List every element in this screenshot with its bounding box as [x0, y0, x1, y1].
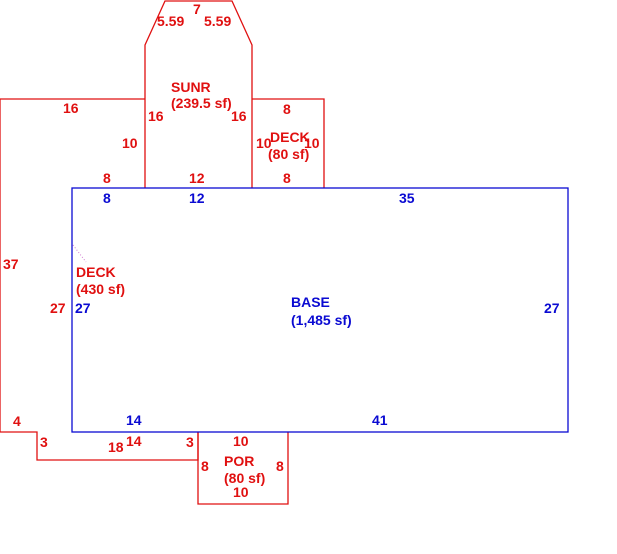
- porch-area: (80 sf): [224, 470, 265, 486]
- porch-dim-bottom: 10: [233, 484, 249, 500]
- deck-large-label: DECK: [76, 264, 116, 280]
- base-dim-top-right: 35: [399, 190, 415, 206]
- base-dim-bottom-right: 41: [372, 412, 388, 428]
- porch-dim-top: 10: [233, 433, 249, 449]
- sunroom-outline: [144, 0, 253, 188]
- sunroom-dim-roof-top: 7: [193, 1, 201, 17]
- deck-small-dim-left: 10: [256, 135, 272, 151]
- base-dim-bottom-left: 14: [126, 412, 142, 428]
- sunroom-label: SUNR: [171, 79, 211, 95]
- deck-large-dim-step-up: 3: [186, 434, 194, 450]
- deck-large-dim-bottom-left: 4: [13, 413, 21, 429]
- base-area: (1,485 sf): [291, 312, 352, 328]
- deck-large-dim-left: 37: [3, 256, 19, 272]
- sunroom-area: (239.5 sf): [171, 95, 232, 111]
- sunroom-dim-left: 16: [148, 108, 164, 124]
- deck-large-dim-bottom-b: 14: [126, 433, 142, 449]
- deck-leader-line: [72, 244, 87, 263]
- deck-large-dim-inner-left: 10: [122, 135, 138, 151]
- sunroom-dim-roof-left: 5.59: [157, 13, 184, 29]
- sunroom-dim-bottom: 12: [189, 170, 205, 186]
- deck-large-dim-step-down: 3: [40, 434, 48, 450]
- deck-small-dim-top: 8: [283, 101, 291, 117]
- base-dim-top-mid: 12: [189, 190, 205, 206]
- deck-small-area: (80 sf): [268, 146, 309, 162]
- base-dim-left: 27: [75, 300, 91, 316]
- porch-label: POR: [224, 453, 254, 469]
- base-label: BASE: [291, 294, 330, 310]
- porch-outline: [197, 432, 289, 505]
- deck-small-dim-bottom: 8: [283, 170, 291, 186]
- deck-large-dim-top: 16: [63, 100, 79, 116]
- porch-dim-left: 8: [201, 458, 209, 474]
- sunroom-dim-right: 16: [231, 108, 247, 124]
- deck-small-dim-right: 10: [304, 135, 320, 151]
- deck-large-dim-right: 27: [50, 300, 66, 316]
- base-dim-right: 27: [544, 300, 560, 316]
- deck-large-dim-inner-bottom: 8: [103, 170, 111, 186]
- deck-large-area: (430 sf): [76, 281, 125, 297]
- deck-large-dim-bottom-a: 18: [108, 439, 124, 455]
- sunroom-dim-roof-right: 5.59: [204, 13, 231, 29]
- porch-dim-right: 8: [276, 458, 284, 474]
- deck-small-outline: [252, 98, 325, 188]
- deck-small-label: DECK: [270, 129, 310, 145]
- base-outline: [71, 187, 569, 433]
- base-dim-top-left: 8: [103, 190, 111, 206]
